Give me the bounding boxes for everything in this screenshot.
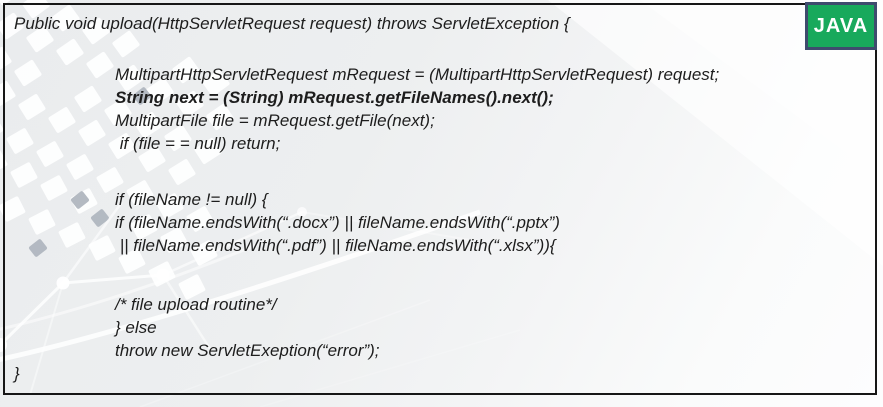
code-line: /* file upload routine*/ <box>115 295 277 314</box>
spacer <box>115 257 875 293</box>
code-line: } else <box>115 318 157 337</box>
code-line: || fileName.endsWith(“.pdf”) || fileName… <box>115 236 556 255</box>
code-line-bold: String next = (String) mRequest.getFileN… <box>115 88 554 107</box>
closing-brace: } <box>14 364 20 383</box>
code-line: throw new ServletExeption(“error”); <box>115 341 380 360</box>
code-content: Public void upload(HttpServletRequest re… <box>5 5 875 393</box>
code-frame <box>3 3 877 395</box>
code-line: MultipartHttpServletRequest mRequest = (… <box>115 65 720 84</box>
code-line: MultipartFile file = mRequest.getFile(ne… <box>115 111 435 130</box>
code-line: if (fileName != null) { <box>115 190 268 209</box>
method-signature: Public void upload(HttpServletRequest re… <box>14 14 570 33</box>
spacer <box>115 155 875 188</box>
java-badge: JAVA <box>805 2 877 50</box>
code-body: MultipartHttpServletRequest mRequest = (… <box>115 63 875 362</box>
code-line: if (file = = null) return; <box>115 134 281 153</box>
spacer <box>14 35 875 63</box>
code-line: if (fileName.endsWith(“.docx”) || fileNa… <box>115 213 560 232</box>
